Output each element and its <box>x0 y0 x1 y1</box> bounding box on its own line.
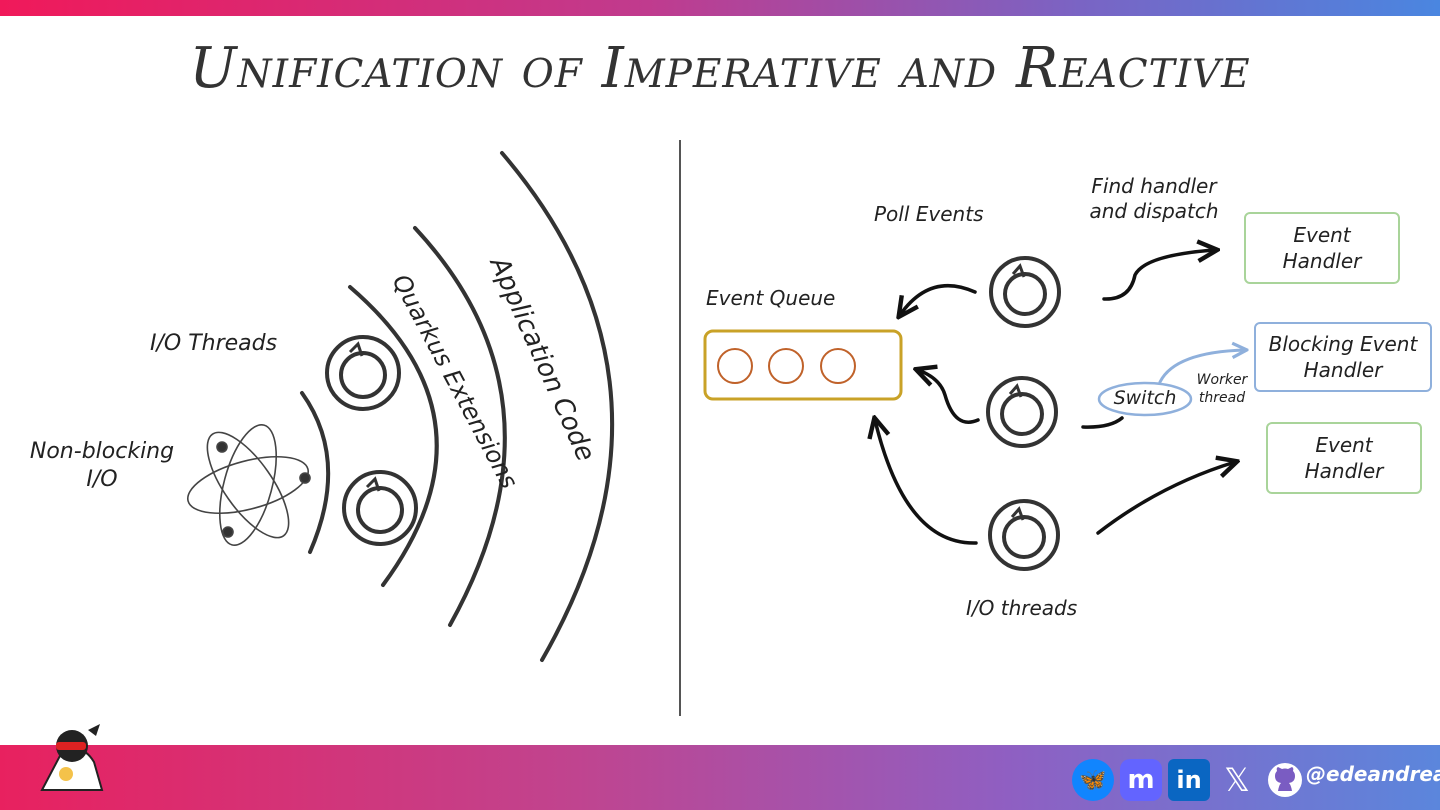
arc-application-code <box>500 151 615 662</box>
poll-events-label: Poll Events <box>874 202 984 226</box>
io-thread-loop-icon <box>325 335 401 411</box>
author-handle[interactable]: @edeandrea <box>1306 762 1440 786</box>
event-queue-box <box>703 329 903 401</box>
arc-extensions-inner <box>348 285 439 587</box>
io-threads-right-label: I/O threads <box>966 596 1078 620</box>
io-thread-loop-icon <box>342 470 418 546</box>
github-icon[interactable] <box>1264 759 1306 801</box>
bluesky-icon[interactable]: 🦋 <box>1072 759 1114 801</box>
linkedin-icon[interactable]: in <box>1168 759 1210 801</box>
blocking-handler-line1: Blocking Event <box>1268 332 1418 356</box>
event-loop-icon <box>989 256 1061 328</box>
worker-thread-label: Worker thread <box>1194 372 1250 407</box>
find-handler-line1: Find handler <box>1091 174 1217 198</box>
io-threads-label: I/O Threads <box>150 331 278 356</box>
event-loop-icon <box>986 376 1058 448</box>
arc-io-layer <box>300 391 331 554</box>
dispatch-arrow-top <box>1102 250 1215 301</box>
switch-oval <box>1097 381 1193 417</box>
social-icons: 🦋 m in 𝕏 <box>1072 759 1306 801</box>
switch-label: Switch <box>1113 387 1177 409</box>
dispatch-arrow-bottom <box>1096 462 1235 535</box>
find-handler-label: Find handler and dispatch <box>1088 174 1220 224</box>
event-handler-top-line1: Event <box>1293 223 1351 247</box>
event-handler-top: Event Handler <box>1244 212 1400 284</box>
nonblocking-io-label: Non-blocking I/O <box>22 438 182 493</box>
mastodon-icon[interactable]: m <box>1120 759 1162 801</box>
nonblocking-label-line1: Non-blocking <box>29 439 175 464</box>
nonblocking-label-line2: I/O <box>86 466 118 492</box>
vertical-divider <box>679 140 681 716</box>
event-loop-icon <box>988 499 1060 571</box>
worker-thread-line2: thread <box>1198 389 1246 406</box>
atom-icon <box>186 423 311 547</box>
worker-thread-arrow <box>1158 350 1245 384</box>
event-handler-bottom-line2: Handler <box>1304 459 1384 483</box>
poll-arrow-top <box>900 283 977 315</box>
poll-arrow-mid <box>918 370 980 424</box>
top-gradient-bar <box>0 0 1440 16</box>
event-handler-bottom: Event Handler <box>1266 422 1422 494</box>
worker-thread-line1: Worker <box>1196 372 1248 388</box>
dispatch-arrow-switch <box>1081 416 1124 429</box>
mascot-icon <box>40 724 104 791</box>
queue-item <box>717 348 856 384</box>
poll-arrow-bottom <box>875 420 978 545</box>
blocking-event-handler: Blocking Event Handler <box>1254 322 1432 392</box>
arc-extensions-outer <box>413 226 507 627</box>
slide-title: Unification of Imperative and Reactive <box>189 36 1251 101</box>
blocking-handler-line2: Handler <box>1303 358 1383 382</box>
event-queue-label: Event Queue <box>706 286 836 310</box>
event-handler-top-line2: Handler <box>1282 249 1362 273</box>
event-handler-bottom-line1: Event <box>1315 433 1373 457</box>
find-handler-line2: and dispatch <box>1089 199 1219 223</box>
x-icon[interactable]: 𝕏 <box>1224 761 1250 799</box>
